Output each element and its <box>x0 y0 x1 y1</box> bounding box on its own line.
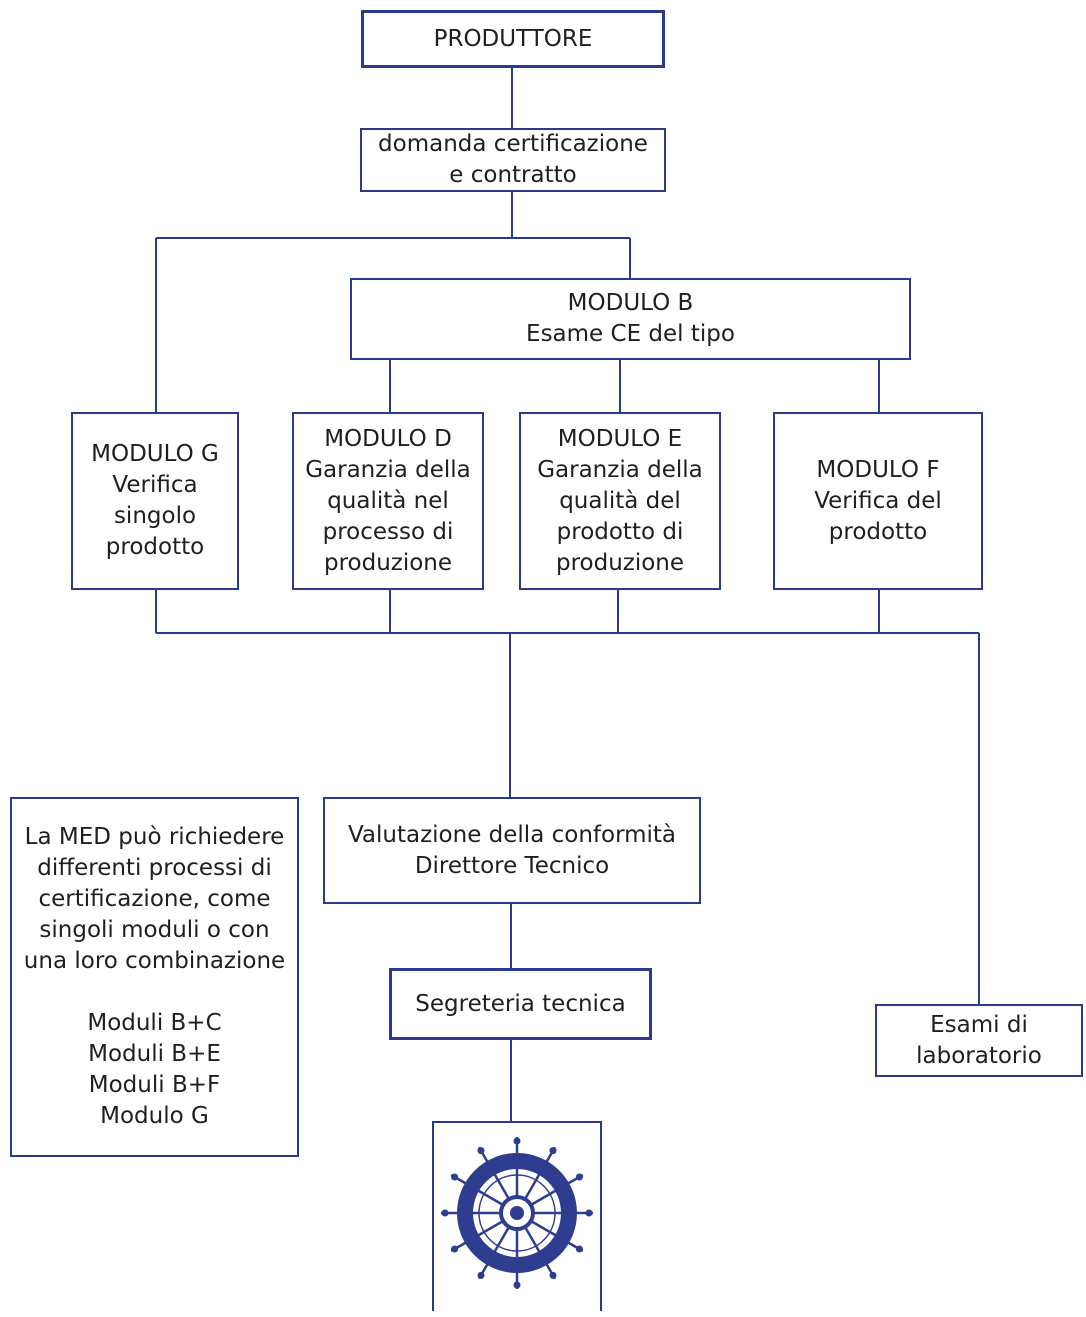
note-combo-2: Moduli B+E <box>88 1041 221 1067</box>
note-combo-4: Modulo G <box>100 1103 209 1129</box>
node-modulo-d-line-2: Garanzia della <box>305 456 471 483</box>
node-domanda-line-1: domanda certificazione <box>378 131 648 157</box>
note-line-5: una loro combinazione <box>23 948 286 974</box>
node-modulo-f-line-2: Verifica del <box>814 487 942 514</box>
wheel-handle <box>575 1173 583 1181</box>
wheel-handle <box>575 1245 583 1253</box>
node-modulo-d: MODULO D Garanzia della qualità nel proc… <box>292 412 484 590</box>
node-modulo-e-line-5: produzione <box>555 549 685 576</box>
med-note-box: La MED può richiedere differenti process… <box>10 797 299 1157</box>
node-modulo-g-line-4: prodotto <box>105 534 205 560</box>
node-valutazione-line-2: Direttore Tecnico <box>414 852 610 879</box>
node-segreteria-tecnica: Segreteria tecnica <box>389 968 652 1040</box>
node-modulo-b-line-1: MODULO B <box>567 290 694 316</box>
node-modulo-e-line-2: Garanzia della <box>537 456 703 483</box>
node-modulo-d-line-1: MODULO D <box>324 425 452 452</box>
wheel-handle <box>477 1271 485 1279</box>
node-modulo-b-line-2: Esame CE del tipo <box>526 321 735 347</box>
node-modulo-f-line-1: MODULO F <box>816 456 940 483</box>
node-esami-laboratorio: Esami di laboratorio <box>875 1004 1083 1077</box>
node-modulo-f: MODULO F Verifica del prodotto <box>773 412 983 590</box>
node-modulo-e: MODULO E Garanzia della qualità del prod… <box>519 412 721 590</box>
node-modulo-d-line-3: qualità nel <box>327 487 449 514</box>
node-valutazione-conformita: Valutazione della conformità Direttore T… <box>323 797 701 904</box>
node-modulo-e-line-3: qualità del <box>559 487 681 514</box>
node-produttore-label: PRODUTTORE <box>433 25 593 52</box>
node-esami-line-1: Esami di <box>930 1011 1028 1038</box>
ship-wheel-icon <box>441 1137 593 1289</box>
node-modulo-b: MODULO B Esame CE del tipo <box>350 278 911 360</box>
wheel-handle <box>451 1173 459 1181</box>
node-domanda-certificazione: domanda certificazione e contratto <box>360 128 666 192</box>
note-combo-1: Moduli B+C <box>87 1010 222 1036</box>
note-line-2: differenti processi di <box>37 855 272 881</box>
node-modulo-g: MODULO G Verifica singolo prodotto <box>71 412 239 590</box>
wheel-handle <box>549 1271 557 1279</box>
node-produttore: PRODUTTORE <box>361 10 665 68</box>
node-domanda-line-2: e contratto <box>449 162 577 188</box>
node-modulo-d-line-5: produzione <box>323 549 453 576</box>
wheel-handle <box>441 1209 449 1217</box>
note-line-1: La MED può richiedere <box>24 824 285 850</box>
note-combo-3: Moduli B+F <box>88 1072 221 1098</box>
node-valutazione-line-1: Valutazione della conformità <box>347 821 677 848</box>
node-segreteria-label: Segreteria tecnica <box>415 990 626 1017</box>
wheel-handle <box>451 1245 459 1253</box>
wheel-handle <box>513 1281 521 1289</box>
wheel-handle <box>477 1147 485 1155</box>
node-modulo-g-line-3: singolo <box>113 503 197 529</box>
node-modulo-g-line-2: Verifica <box>112 472 198 498</box>
logo-box <box>432 1121 602 1311</box>
note-line-3: certificazione, come <box>38 886 271 912</box>
node-esami-line-2: laboratorio <box>916 1042 1042 1069</box>
wheel-handle <box>513 1137 521 1145</box>
note-line-4: singoli moduli o con <box>39 917 270 943</box>
wheel-handle <box>585 1209 593 1217</box>
node-modulo-e-line-4: prodotto di <box>556 518 684 545</box>
node-modulo-e-line-1: MODULO E <box>557 425 683 452</box>
node-modulo-g-line-1: MODULO G <box>91 441 219 467</box>
node-modulo-d-line-4: processo di <box>322 518 454 545</box>
node-modulo-f-line-3: prodotto <box>828 518 928 545</box>
wheel-handle <box>549 1147 557 1155</box>
